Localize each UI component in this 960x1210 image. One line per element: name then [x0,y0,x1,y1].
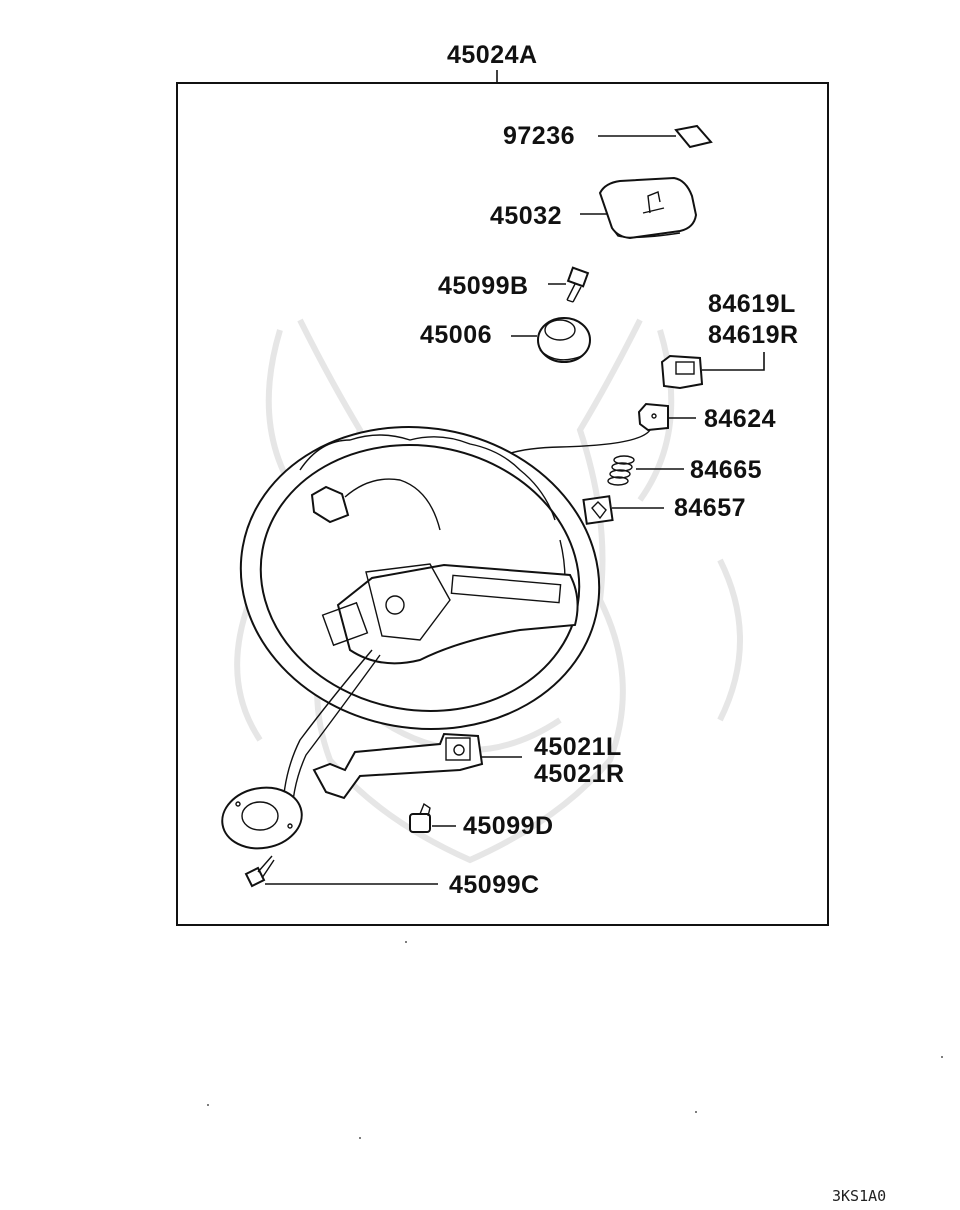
part-97236-emblem [674,124,713,149]
label-45099c: 45099C [449,871,540,899]
part-45032-horn-pad [598,176,698,240]
label-45006: 45006 [420,321,492,349]
label-45099b: 45099B [438,272,529,300]
part-84619-horn-switch [660,354,704,390]
assembly-label: 45024A [447,41,538,69]
label-84619l: 84619L [708,290,796,318]
label-84657: 84657 [674,494,746,522]
part-45099c-screw [244,855,275,888]
label-97236: 97236 [503,122,575,150]
part-84665-spring [607,455,635,486]
label-45099d: 45099D [463,812,554,840]
part-84657-insulator [582,495,614,525]
label-45021l: 45021L [534,733,622,761]
label-84624: 84624 [704,405,776,433]
part-cancel-cam [221,786,303,850]
label-45032: 45032 [490,202,562,230]
part-45099b-screw [566,266,590,303]
label-84619r: 84619R [708,321,799,349]
label-45021r: 45021R [534,760,625,788]
diagram-code: 3KS1A0 [832,1187,886,1205]
part-steering-wheel [239,426,601,730]
part-45099d-screw [409,802,431,833]
part-45021-lower-cover [312,732,484,800]
assembly-frame [176,82,829,926]
label-84665: 84665 [690,456,762,484]
scan-specks [207,941,943,1139]
part-84624-contact [637,402,669,432]
leader-84619 [702,352,765,371]
part-45006-ring [537,317,591,363]
wire-left-switch [344,478,441,531]
